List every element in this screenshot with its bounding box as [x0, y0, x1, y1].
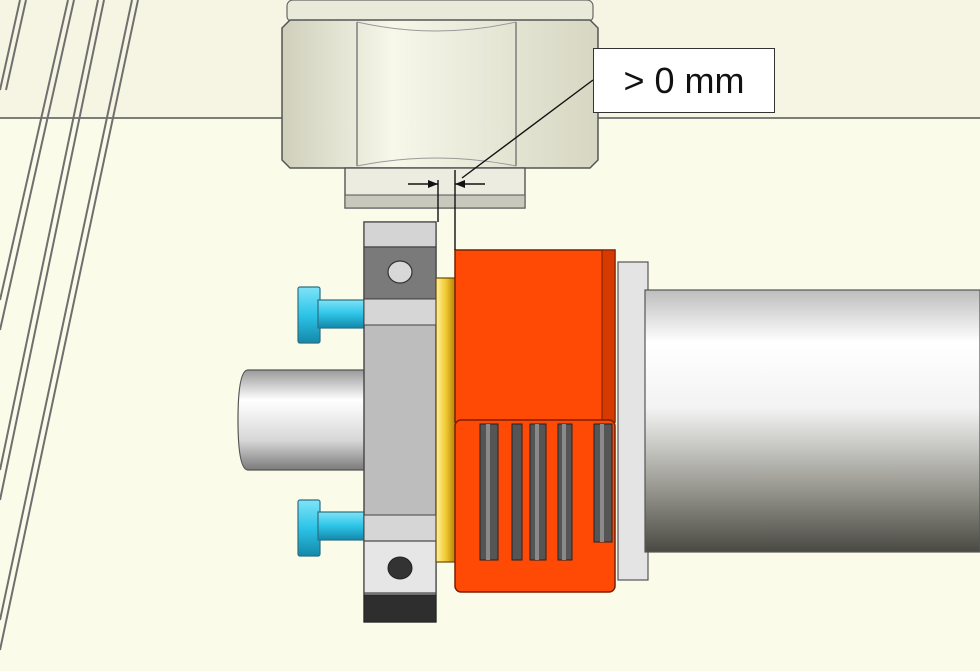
brass-shim [435, 277, 457, 563]
clamp-bracket [363, 221, 437, 623]
pipe-icon [617, 261, 980, 581]
orange-sleeve [454, 249, 616, 593]
shaft-pin [237, 369, 367, 471]
bolt-icon [297, 286, 367, 557]
dimension-arrow-icon [408, 79, 594, 250]
cable-lines [0, 0, 139, 651]
hex-nut-icon [281, 0, 599, 209]
clearance-callout: > 0 mm [593, 48, 775, 113]
